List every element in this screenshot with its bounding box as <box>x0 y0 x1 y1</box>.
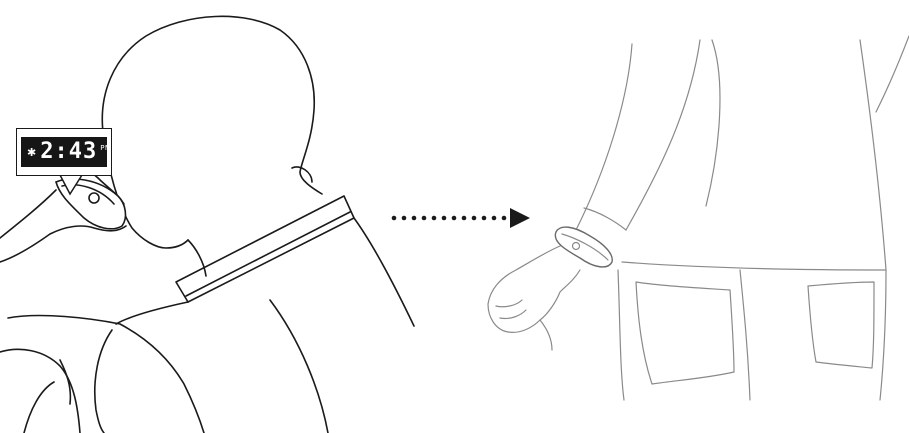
arrow-head <box>510 208 530 228</box>
pocket-left <box>635 281 735 385</box>
arm-lower <box>0 225 127 263</box>
wristband-right-inner <box>561 233 609 261</box>
wristband-left <box>55 178 127 230</box>
pants-seam <box>739 269 751 401</box>
thumb <box>539 319 553 351</box>
collar-seam <box>185 211 351 297</box>
shirt-side <box>859 39 887 271</box>
right-person <box>487 35 909 401</box>
pants-right <box>879 269 887 401</box>
sleeve-outer <box>575 43 633 231</box>
watch-screen: ✱ 2:43 PM <box>21 137 111 167</box>
clock-ampm: PM <box>100 144 112 152</box>
head-outline <box>101 15 323 195</box>
knuckles <box>495 299 527 320</box>
shirt-hem <box>621 261 887 271</box>
shirt-arm-right <box>875 35 909 113</box>
watch-display-callout: ✱ 2:43 PM <box>16 128 112 176</box>
shoulder-outline <box>115 301 189 325</box>
shirt-back <box>705 39 721 207</box>
neck-outline <box>187 239 207 277</box>
shirt-fold-2 <box>23 381 55 433</box>
torso-right <box>269 299 329 433</box>
transition-arrow <box>391 208 530 228</box>
hand-outline-right <box>487 245 581 333</box>
back-outline <box>353 217 415 327</box>
arm-upper <box>0 189 57 239</box>
wristband-left-button <box>88 192 100 204</box>
wristband-right-button <box>571 241 581 251</box>
pants-left <box>617 269 625 401</box>
shirt-fold-1 <box>0 348 81 433</box>
face-outline <box>102 131 189 249</box>
cuff-line <box>583 207 627 231</box>
bluetooth-icon: ✱ <box>27 145 37 159</box>
shirt-fold-4 <box>59 359 72 405</box>
sleeve-inner <box>625 39 701 231</box>
shirt-fold-3 <box>93 329 113 433</box>
ear-outline <box>291 166 313 183</box>
clock-time: 2:43 <box>40 139 98 164</box>
shirt-body <box>7 314 205 433</box>
pocket-right <box>807 281 875 369</box>
